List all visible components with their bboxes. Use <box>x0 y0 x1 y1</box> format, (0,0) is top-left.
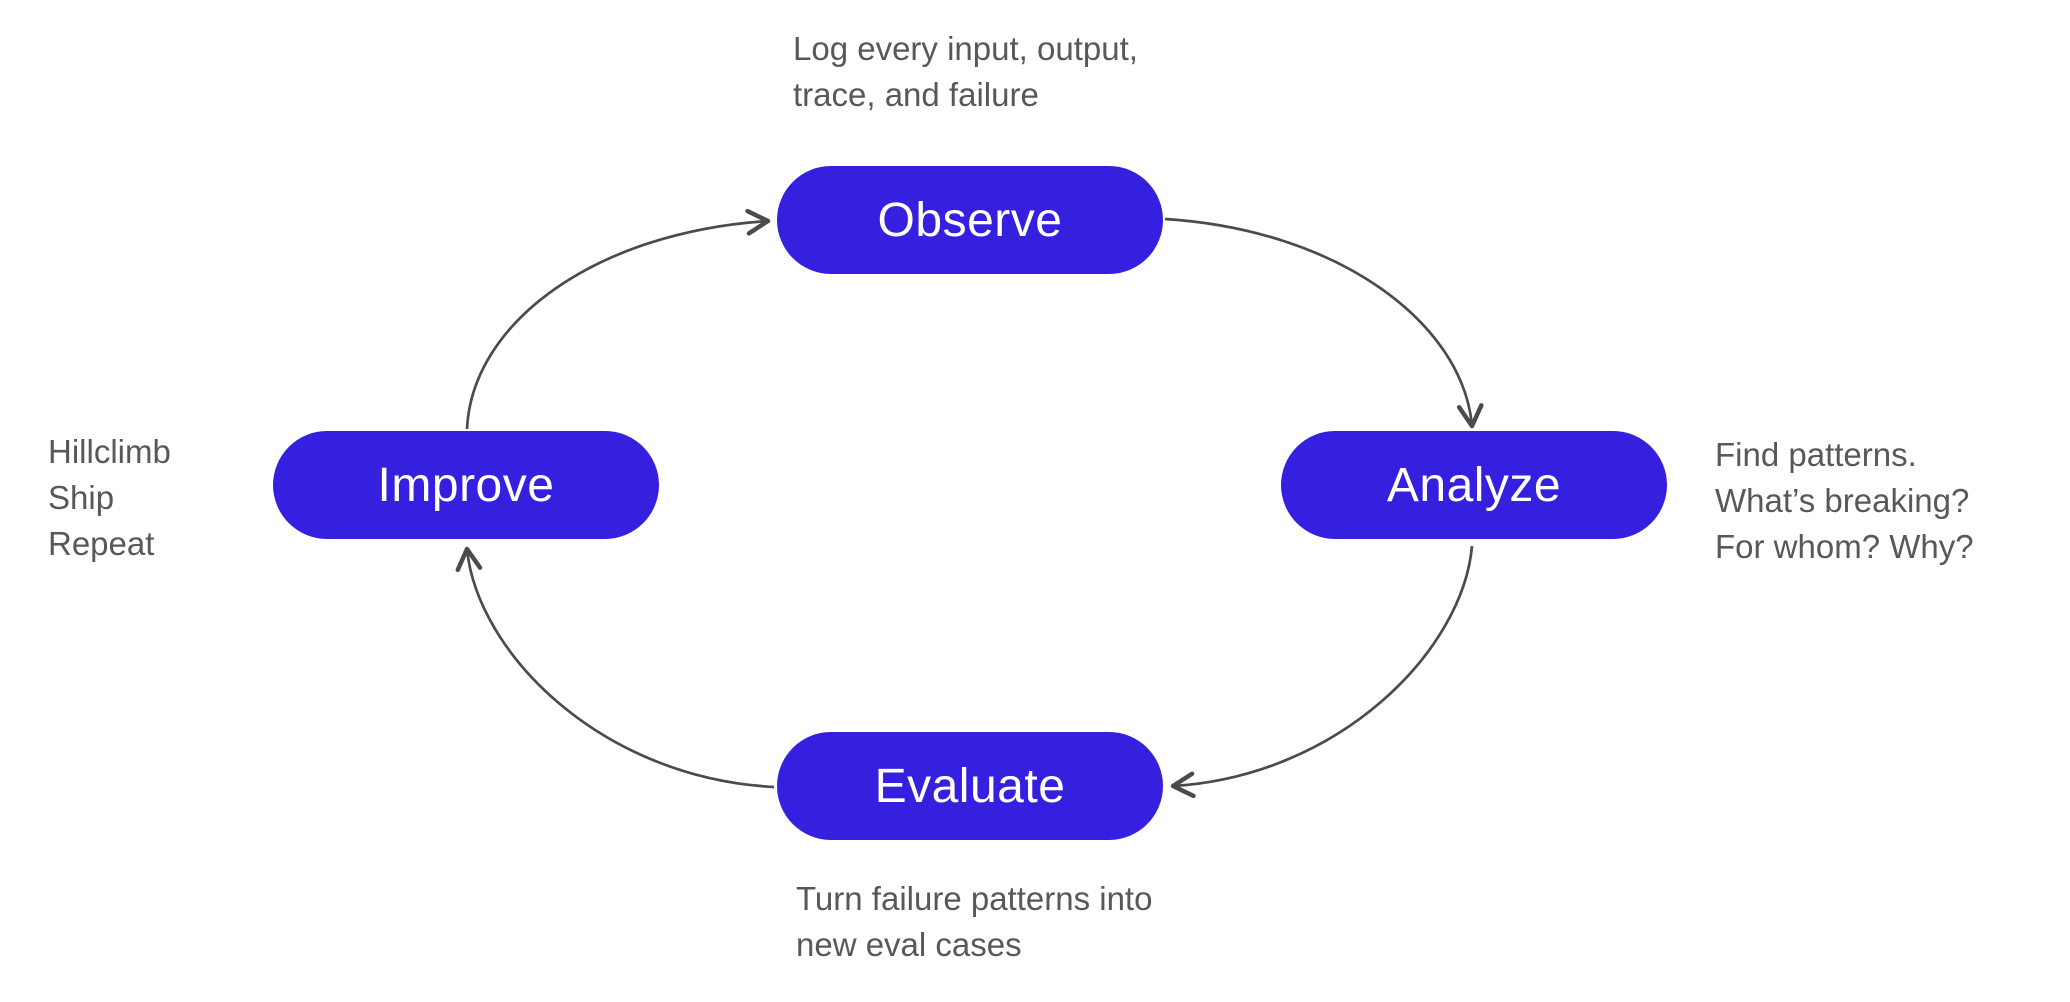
node-analyze-label: Analyze <box>1386 458 1562 512</box>
node-improve: Improve <box>273 431 659 539</box>
node-improve-label: Improve <box>377 458 555 512</box>
edge-evaluate-to-improve <box>455 546 775 789</box>
note-improve: Hillclimb Ship Repeat <box>48 433 171 562</box>
node-evaluate-label: Evaluate <box>874 759 1066 813</box>
edge-analyze-to-evaluate <box>1170 545 1474 799</box>
note-analyze: Find patterns. What’s breaking? For whom… <box>1715 436 1974 565</box>
node-observe-label: Observe <box>877 193 1063 247</box>
edge-observe-to-analyze <box>1164 217 1484 429</box>
note-observe: Log every input, output, trace, and fail… <box>793 30 1138 113</box>
note-evaluate: Turn failure patterns into new eval case… <box>796 880 1153 963</box>
node-observe: Observe <box>777 166 1163 274</box>
edge-improve-to-observe <box>465 208 771 430</box>
node-analyze: Analyze <box>1281 431 1667 539</box>
node-evaluate: Evaluate <box>777 732 1163 840</box>
